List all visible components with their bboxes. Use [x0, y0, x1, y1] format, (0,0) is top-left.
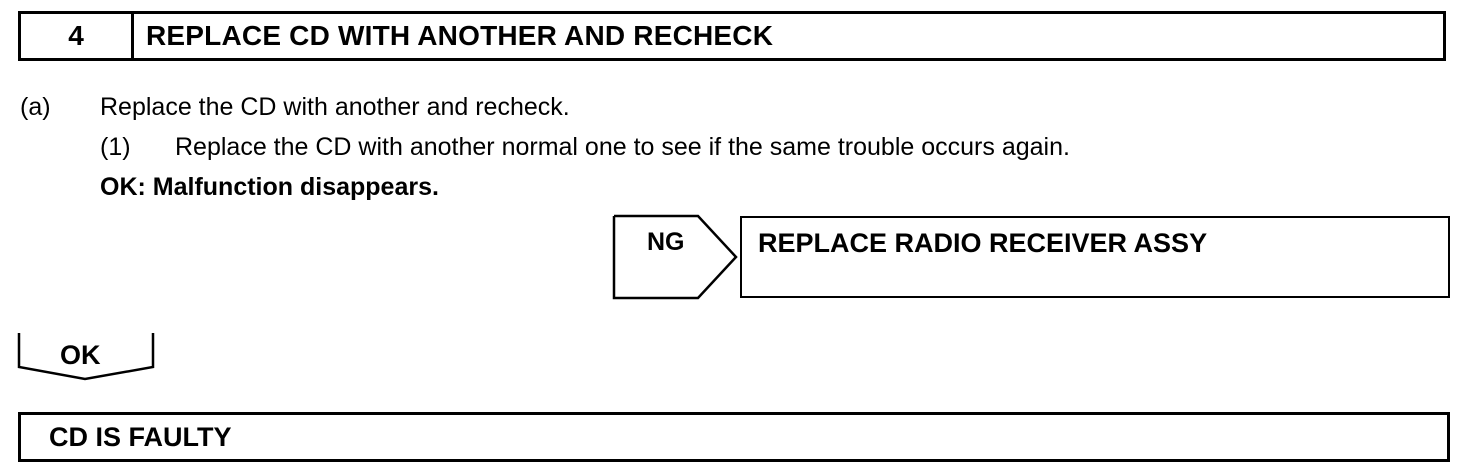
step-header: 4 REPLACE CD WITH ANOTHER AND RECHECK: [18, 11, 1446, 61]
instruction-1-text: Replace the CD with another normal one t…: [175, 133, 1070, 161]
instruction-a-text: Replace the CD with another and recheck.: [100, 93, 570, 121]
ng-result-box: REPLACE RADIO RECEIVER ASSY: [740, 216, 1450, 298]
instruction-1-label: (1): [100, 133, 131, 161]
ok-criteria: OK: Malfunction disappears.: [100, 173, 439, 201]
instruction-a-label: (a): [20, 93, 51, 121]
ok-arrow-shape: [17, 333, 155, 381]
ok-label: OK: [60, 340, 101, 370]
ng-arrow-shape: [612, 214, 738, 300]
ng-result-text: REPLACE RADIO RECEIVER ASSY: [758, 228, 1208, 258]
step-number: 4: [21, 14, 134, 58]
ok-result-box: CD IS FAULTY: [18, 412, 1450, 462]
ok-result-text: CD IS FAULTY: [49, 421, 232, 452]
step-title: REPLACE CD WITH ANOTHER AND RECHECK: [146, 20, 774, 51]
ng-label: NG: [647, 228, 685, 256]
